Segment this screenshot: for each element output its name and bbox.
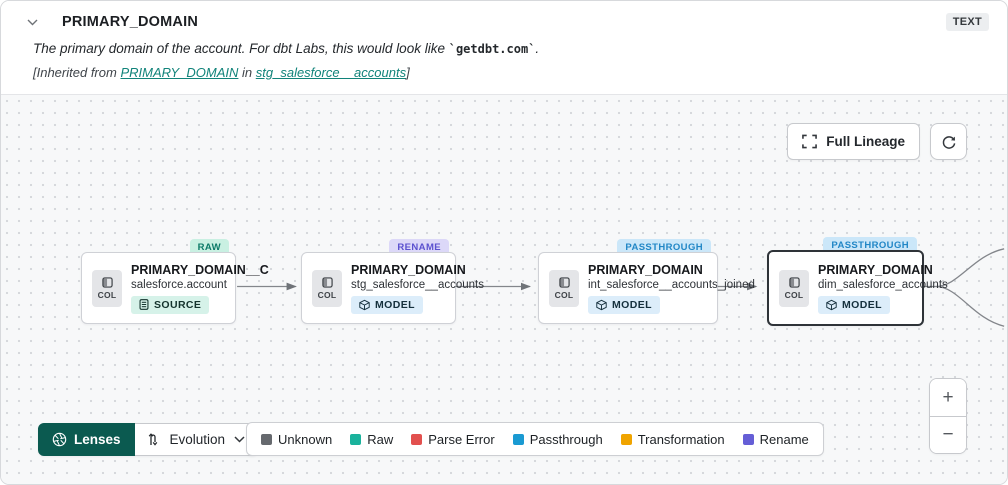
lineage-node-stg[interactable]: RENAME COL PRIMARY_DOMAIN stg_salesforce… [301,239,484,324]
resource-label: SOURCE [154,298,202,311]
source-icon [139,299,149,310]
evolution-label: Evolution [169,432,226,447]
col-label: COL [554,289,574,300]
node-subtitle: stg_salesforce__accounts [351,278,484,291]
column-chip: COL [312,269,342,307]
chevron-down-icon [234,436,245,443]
inherited-suffix: ] [406,65,410,80]
columns-icon [101,276,113,288]
description-code: `getdbt.com` [448,42,536,56]
lineage-node-source[interactable]: RAW COL PRIMARY_DOMAIN__C salesforce.acc… [81,239,269,324]
lenses-button[interactable]: Lenses [38,423,135,456]
resource-label: MODEL [375,298,415,311]
lenses-label: Lenses [74,432,121,447]
zoom-in-button[interactable]: + [930,379,966,416]
legend-item-parse-error: Parse Error [411,431,495,447]
node-title: PRIMARY_DOMAIN [588,262,703,277]
legend-label: Rename [759,431,809,447]
columns-icon [558,276,570,288]
legend-item-unknown: Unknown [261,432,332,447]
model-icon [826,299,837,310]
column-chip: COL [92,269,122,307]
legend-label: Raw [367,431,394,447]
column-type-badge: TEXT [945,13,989,31]
evolution-legend: Unknown Raw Parse Error Passthrough Tran… [246,422,824,456]
node-title: PRIMARY_DOMAIN [351,262,466,277]
col-label: COL [784,289,804,300]
legend-item-rename: Rename [742,431,809,447]
legend-item-transformation: Transformation [620,431,725,447]
zoom-controls: + − [929,378,967,454]
node-card[interactable]: COL PRIMARY_DOMAIN__C salesforce.account… [81,252,269,324]
node-subtitle: dim_salesforce_accounts [818,278,948,291]
legend-swatch-raw [350,433,362,445]
full-lineage-label: Full Lineage [826,134,905,149]
legend-item-passthrough: Passthrough [512,431,603,447]
legend-swatch-passthrough [512,433,524,445]
legend-swatch-rename [742,433,754,445]
fullscreen-icon [802,134,818,149]
legend-label: Transformation [637,431,725,447]
legend-item-raw: Raw [350,432,393,447]
legend-swatch-transformation [620,433,632,445]
resource-label: MODEL [612,298,652,311]
refresh-button[interactable] [930,123,967,160]
column-header: PRIMARY_DOMAIN TEXT The primary domain o… [1,1,1007,92]
legend-swatch-parse-error [411,433,423,445]
description-period: . [535,41,540,56]
lenses-toolbar: Lenses Evolution [38,423,259,456]
full-lineage-button[interactable]: Full Lineage [787,123,920,160]
lineage-node-int[interactable]: PASSTHROUGH COL PRIMARY_DOMAIN int_sales… [538,239,755,324]
lineage-edges [237,248,1005,327]
columns-icon [788,276,800,288]
column-description: The primary domain of the account. For d… [33,41,989,56]
node-title: PRIMARY_DOMAIN__C [131,262,269,277]
columns-icon [321,276,333,288]
node-title: PRIMARY_DOMAIN [818,262,933,277]
resource-badge: MODEL [588,295,660,314]
zoom-out-button[interactable]: − [930,416,966,453]
column-chip: COL [779,269,809,307]
node-card[interactable]: COL PRIMARY_DOMAIN int_salesforce__accou… [538,252,755,324]
inherited-prefix: [Inherited from [33,65,121,80]
col-label: COL [317,289,337,300]
inherited-column-link[interactable]: PRIMARY_DOMAIN [120,65,239,80]
evolution-lens-dropdown[interactable]: Evolution [134,423,259,456]
resource-badge: SOURCE [131,295,210,314]
resource-badge: MODEL [351,295,423,314]
node-card[interactable]: COL PRIMARY_DOMAIN stg_salesforce__accou… [301,252,484,324]
node-card-selected[interactable]: COL PRIMARY_DOMAIN dim_salesforce_accoun… [767,250,948,326]
inherited-from-line: [Inherited from PRIMARY_DOMAIN in stg_sa… [33,65,989,80]
lens-aperture-icon [52,432,67,447]
node-subtitle: salesforce.account [131,278,227,291]
evolution-icon [148,433,157,446]
legend-label: Passthrough [529,431,603,447]
page-title: PRIMARY_DOMAIN [62,14,198,30]
description-text: The primary domain of the account. For d… [33,41,449,56]
column-chip: COL [549,269,579,307]
legend-label: Unknown [278,431,333,447]
inherited-model-link[interactable]: stg_salesforce__accounts [255,65,407,80]
lineage-node-dim[interactable]: PASSTHROUGH COL PRIMARY_DOMAIN dim_sales… [767,237,948,326]
lineage-canvas[interactable]: Full Lineage RAW COL PRIMARY_DOMAIN__C s… [1,94,1007,484]
node-subtitle: int_salesforce__accounts_joined [588,278,755,291]
col-label: COL [97,289,117,300]
legend-label: Parse Error [428,431,495,447]
resource-badge: MODEL [818,295,890,314]
refresh-icon [942,135,955,149]
resource-label: MODEL [842,298,882,311]
model-icon [596,299,607,310]
model-icon [359,299,370,310]
inherited-middle: in [238,65,256,80]
legend-swatch-unknown [261,433,272,445]
collapse-chevron-icon[interactable] [25,17,40,28]
